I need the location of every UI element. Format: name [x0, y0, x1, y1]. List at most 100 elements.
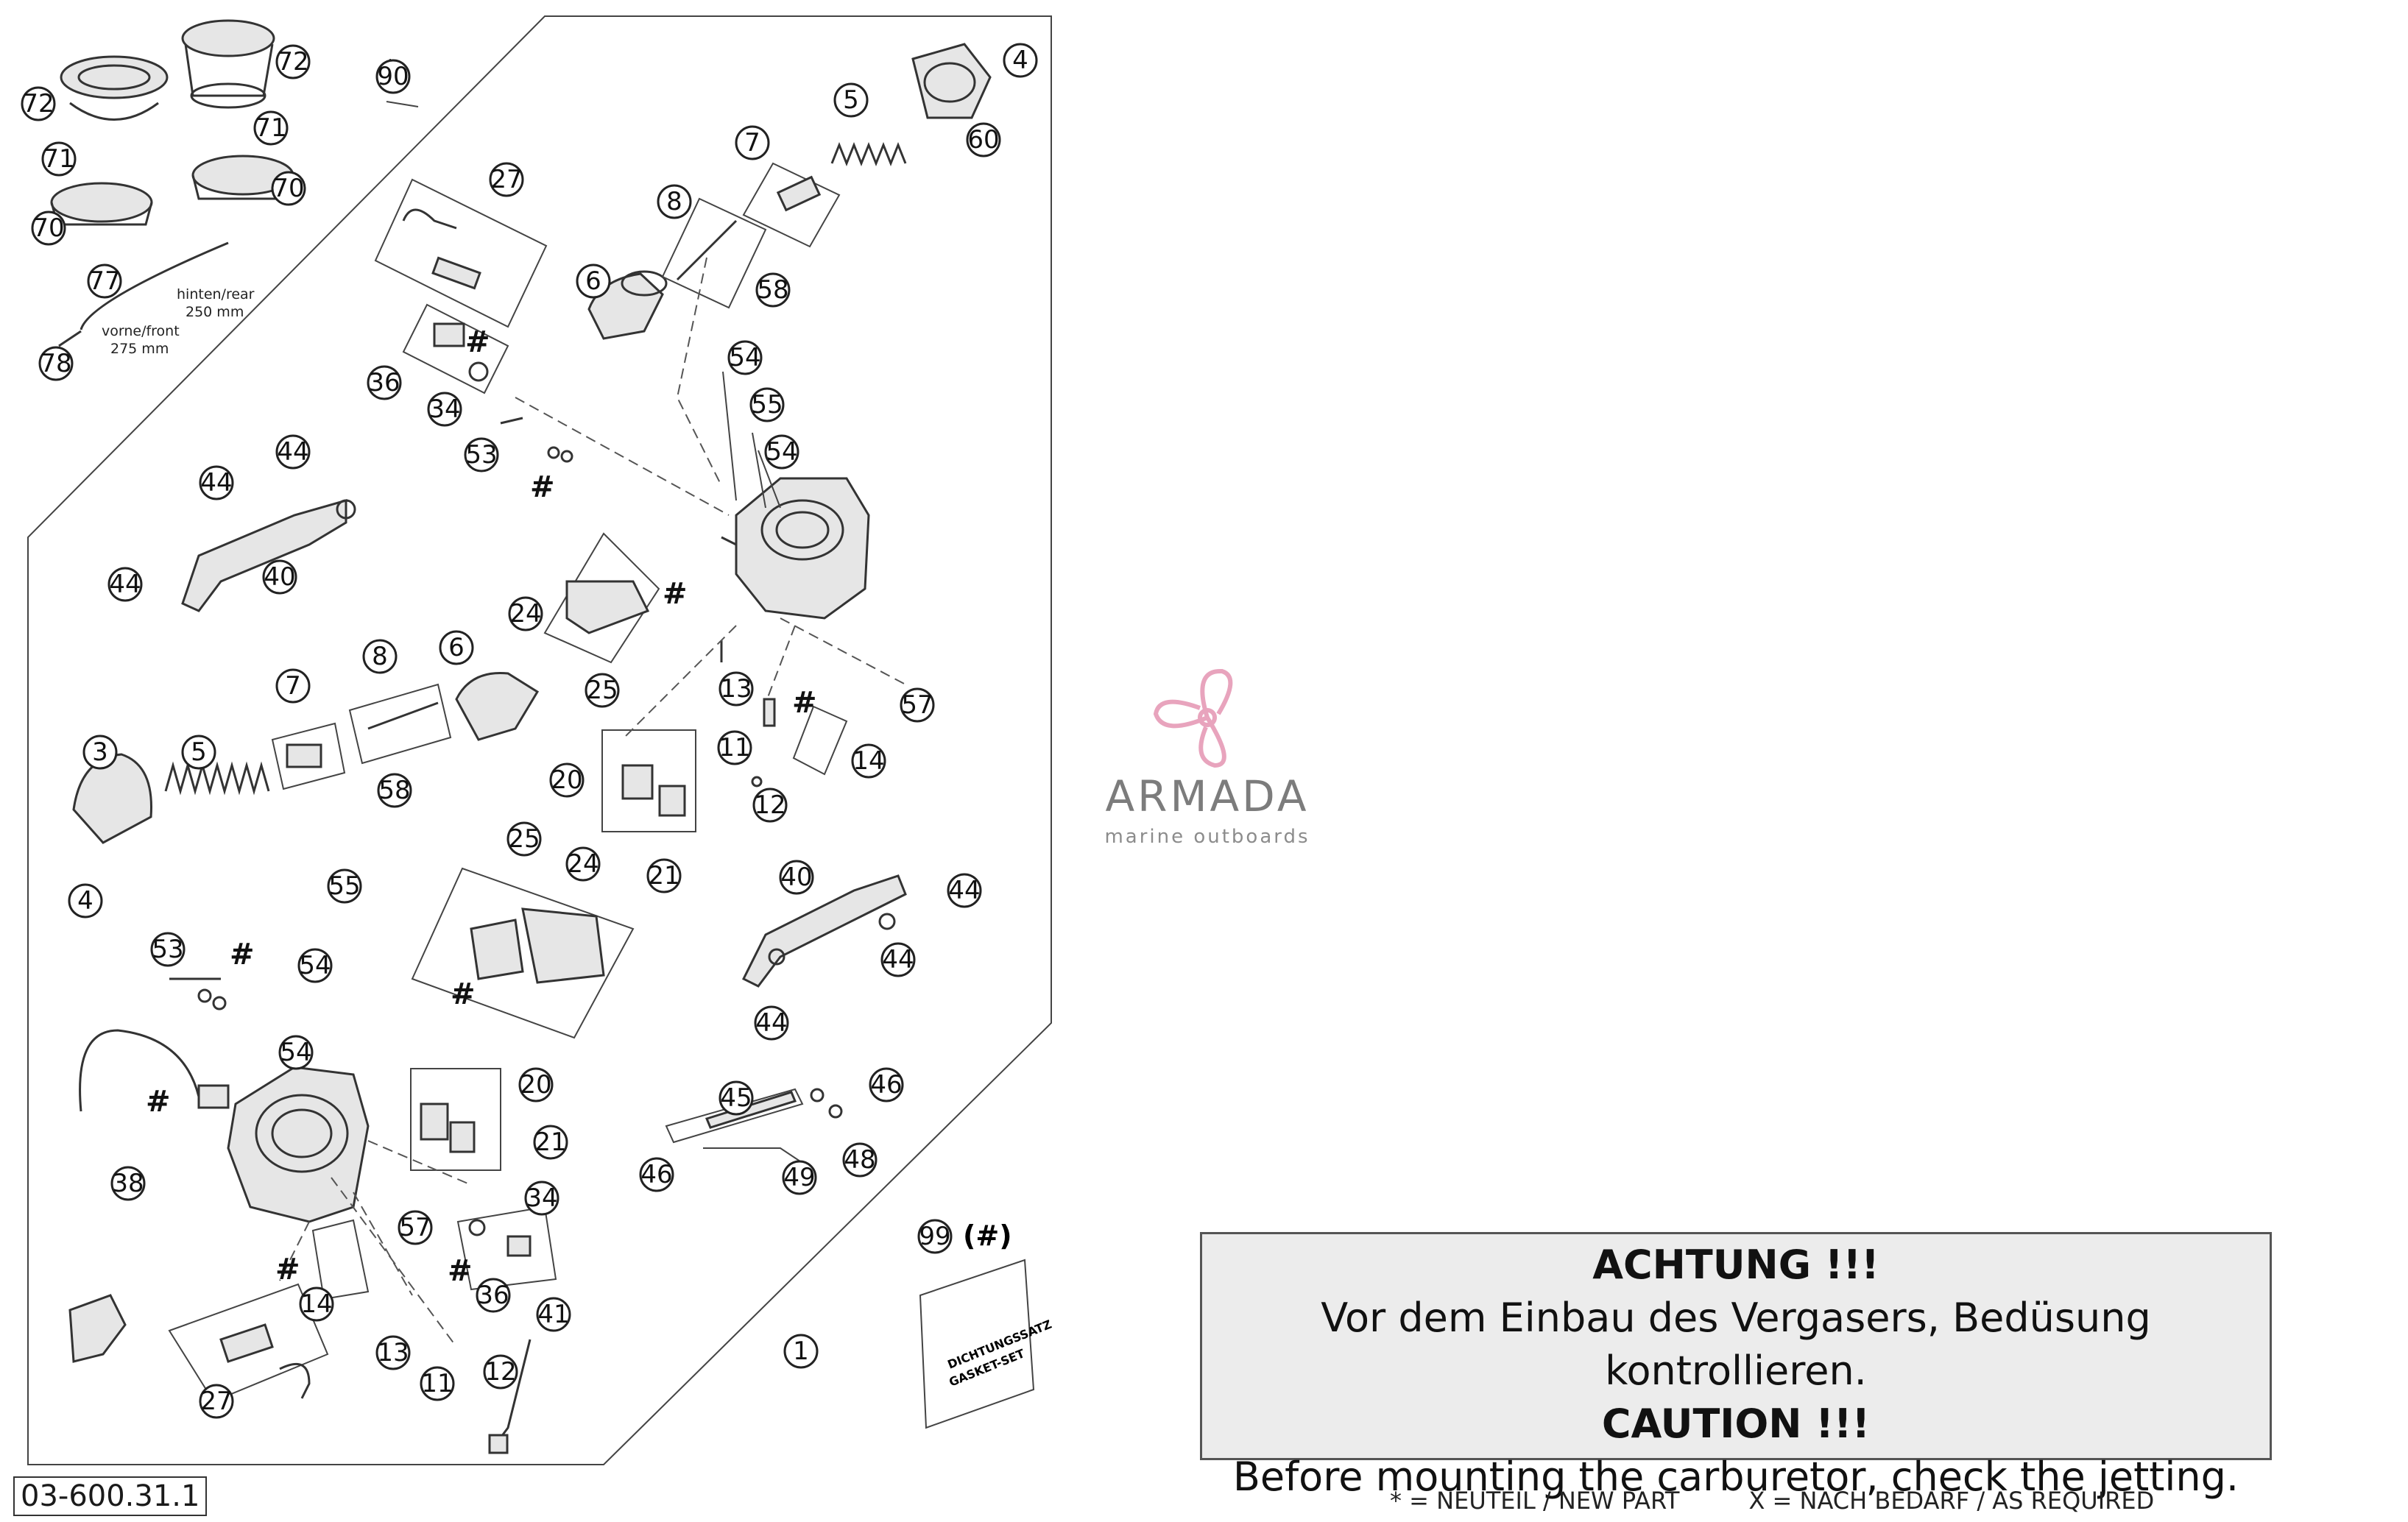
callout-7: 7	[735, 125, 770, 160]
callout-55: 55	[327, 868, 362, 904]
svg-text:34: 34	[428, 394, 460, 424]
callout-1: 1	[783, 1334, 819, 1369]
callout-45: 45	[718, 1080, 754, 1116]
svg-text:72: 72	[277, 47, 308, 77]
svg-text:77: 77	[88, 266, 120, 296]
svg-text:14: 14	[300, 1289, 332, 1319]
callout-13: 13	[375, 1335, 411, 1370]
svg-text:40: 40	[780, 863, 812, 892]
callout-58: 58	[377, 773, 412, 808]
callout-25: 25	[585, 673, 620, 708]
svg-text:44: 44	[277, 437, 308, 467]
hash-mark: #	[792, 686, 817, 720]
callout-72: 72	[275, 44, 311, 79]
legend-new-part: * = NEUTEIL / NEW PART	[1390, 1487, 1680, 1515]
callout-36: 36	[367, 365, 402, 400]
svg-text:6: 6	[585, 266, 601, 296]
propeller-icon	[1153, 668, 1233, 768]
svg-text:27: 27	[200, 1387, 232, 1416]
svg-text:34: 34	[526, 1183, 557, 1213]
svg-text:13: 13	[720, 674, 752, 704]
svg-text:21: 21	[648, 861, 679, 891]
drawing-number: 03-600.31.1	[13, 1476, 208, 1516]
callout-36: 36	[476, 1278, 511, 1313]
hose-front-length: 275 mm	[110, 341, 169, 357]
svg-text:48: 48	[844, 1145, 875, 1175]
callout-14: 14	[851, 743, 886, 779]
svg-text:70: 70	[272, 174, 304, 203]
callout-70: 70	[31, 210, 66, 246]
callout-14: 14	[299, 1286, 334, 1322]
callout-54: 54	[297, 948, 333, 983]
callout-99: 99	[917, 1219, 953, 1254]
hash-mark: #	[448, 1254, 473, 1288]
callout-46: 46	[639, 1157, 674, 1192]
callout-53: 53	[464, 437, 499, 472]
callout-21: 21	[533, 1125, 568, 1160]
callout-8: 8	[362, 639, 398, 674]
svg-text:3: 3	[92, 737, 108, 767]
upper-carburetor-group	[374, 43, 992, 832]
svg-text:1: 1	[793, 1337, 809, 1366]
callout-46: 46	[869, 1067, 904, 1102]
caution-text-en: Before mounting the carburetor, check th…	[1232, 1454, 2239, 1500]
hose-rear-label: hinten/rear	[177, 286, 255, 302]
callout-12: 12	[483, 1354, 518, 1390]
hose-rear-length: 250 mm	[186, 304, 244, 320]
svg-text:57: 57	[399, 1213, 431, 1242]
svg-text:36: 36	[477, 1281, 509, 1310]
callout-13: 13	[718, 671, 754, 707]
svg-text:53: 53	[465, 440, 497, 470]
svg-text:4: 4	[1012, 46, 1028, 75]
callout-70: 70	[271, 171, 306, 206]
callout-34: 34	[427, 392, 462, 427]
callout-5: 5	[833, 82, 869, 118]
callout-72: 72	[21, 86, 56, 121]
svg-text:70: 70	[32, 213, 64, 243]
callout-11: 11	[420, 1366, 455, 1401]
callout-12: 12	[752, 787, 788, 823]
hose-front-label: vorne/front	[102, 323, 180, 339]
callout-4: 4	[1003, 43, 1038, 78]
svg-text:58: 58	[378, 776, 410, 805]
svg-text:8: 8	[666, 187, 682, 216]
callout-78: 78	[38, 346, 74, 381]
hash-mark: #	[530, 470, 555, 504]
hash-mark: #	[230, 938, 255, 971]
callout-24: 24	[565, 846, 601, 882]
svg-text:36: 36	[368, 368, 400, 397]
svg-text:12: 12	[484, 1357, 516, 1387]
callout-5: 5	[181, 735, 216, 770]
hash-mark: #	[663, 577, 688, 611]
callout-20: 20	[518, 1067, 554, 1102]
callout-21: 21	[646, 858, 682, 893]
callout-57: 57	[900, 687, 935, 723]
callout-44: 44	[880, 942, 916, 977]
armada-logo: ARMADA marine outboards	[1082, 662, 1332, 861]
callout-41: 41	[536, 1297, 571, 1332]
svg-text:40: 40	[264, 562, 295, 592]
callout-54: 54	[727, 340, 763, 375]
svg-text:5: 5	[191, 737, 207, 767]
svg-text:25: 25	[508, 824, 540, 854]
callout-48: 48	[842, 1142, 878, 1178]
hash-mark: #	[465, 325, 490, 359]
callout-55: 55	[749, 387, 785, 422]
callout-7: 7	[275, 668, 311, 704]
svg-text:44: 44	[755, 1008, 787, 1038]
svg-text:45: 45	[720, 1083, 752, 1113]
callout-25: 25	[506, 821, 542, 857]
svg-text:90: 90	[377, 62, 409, 91]
svg-text:21: 21	[534, 1128, 566, 1157]
lower-carburetor-group	[68, 867, 635, 1454]
svg-text:44: 44	[948, 876, 980, 905]
svg-text:12: 12	[754, 790, 785, 820]
svg-text:44: 44	[882, 945, 914, 974]
svg-text:46: 46	[640, 1160, 672, 1189]
callout-44: 44	[199, 465, 234, 500]
svg-text:8: 8	[372, 642, 388, 671]
svg-text:55: 55	[328, 871, 360, 901]
callout-44: 44	[754, 1005, 789, 1041]
